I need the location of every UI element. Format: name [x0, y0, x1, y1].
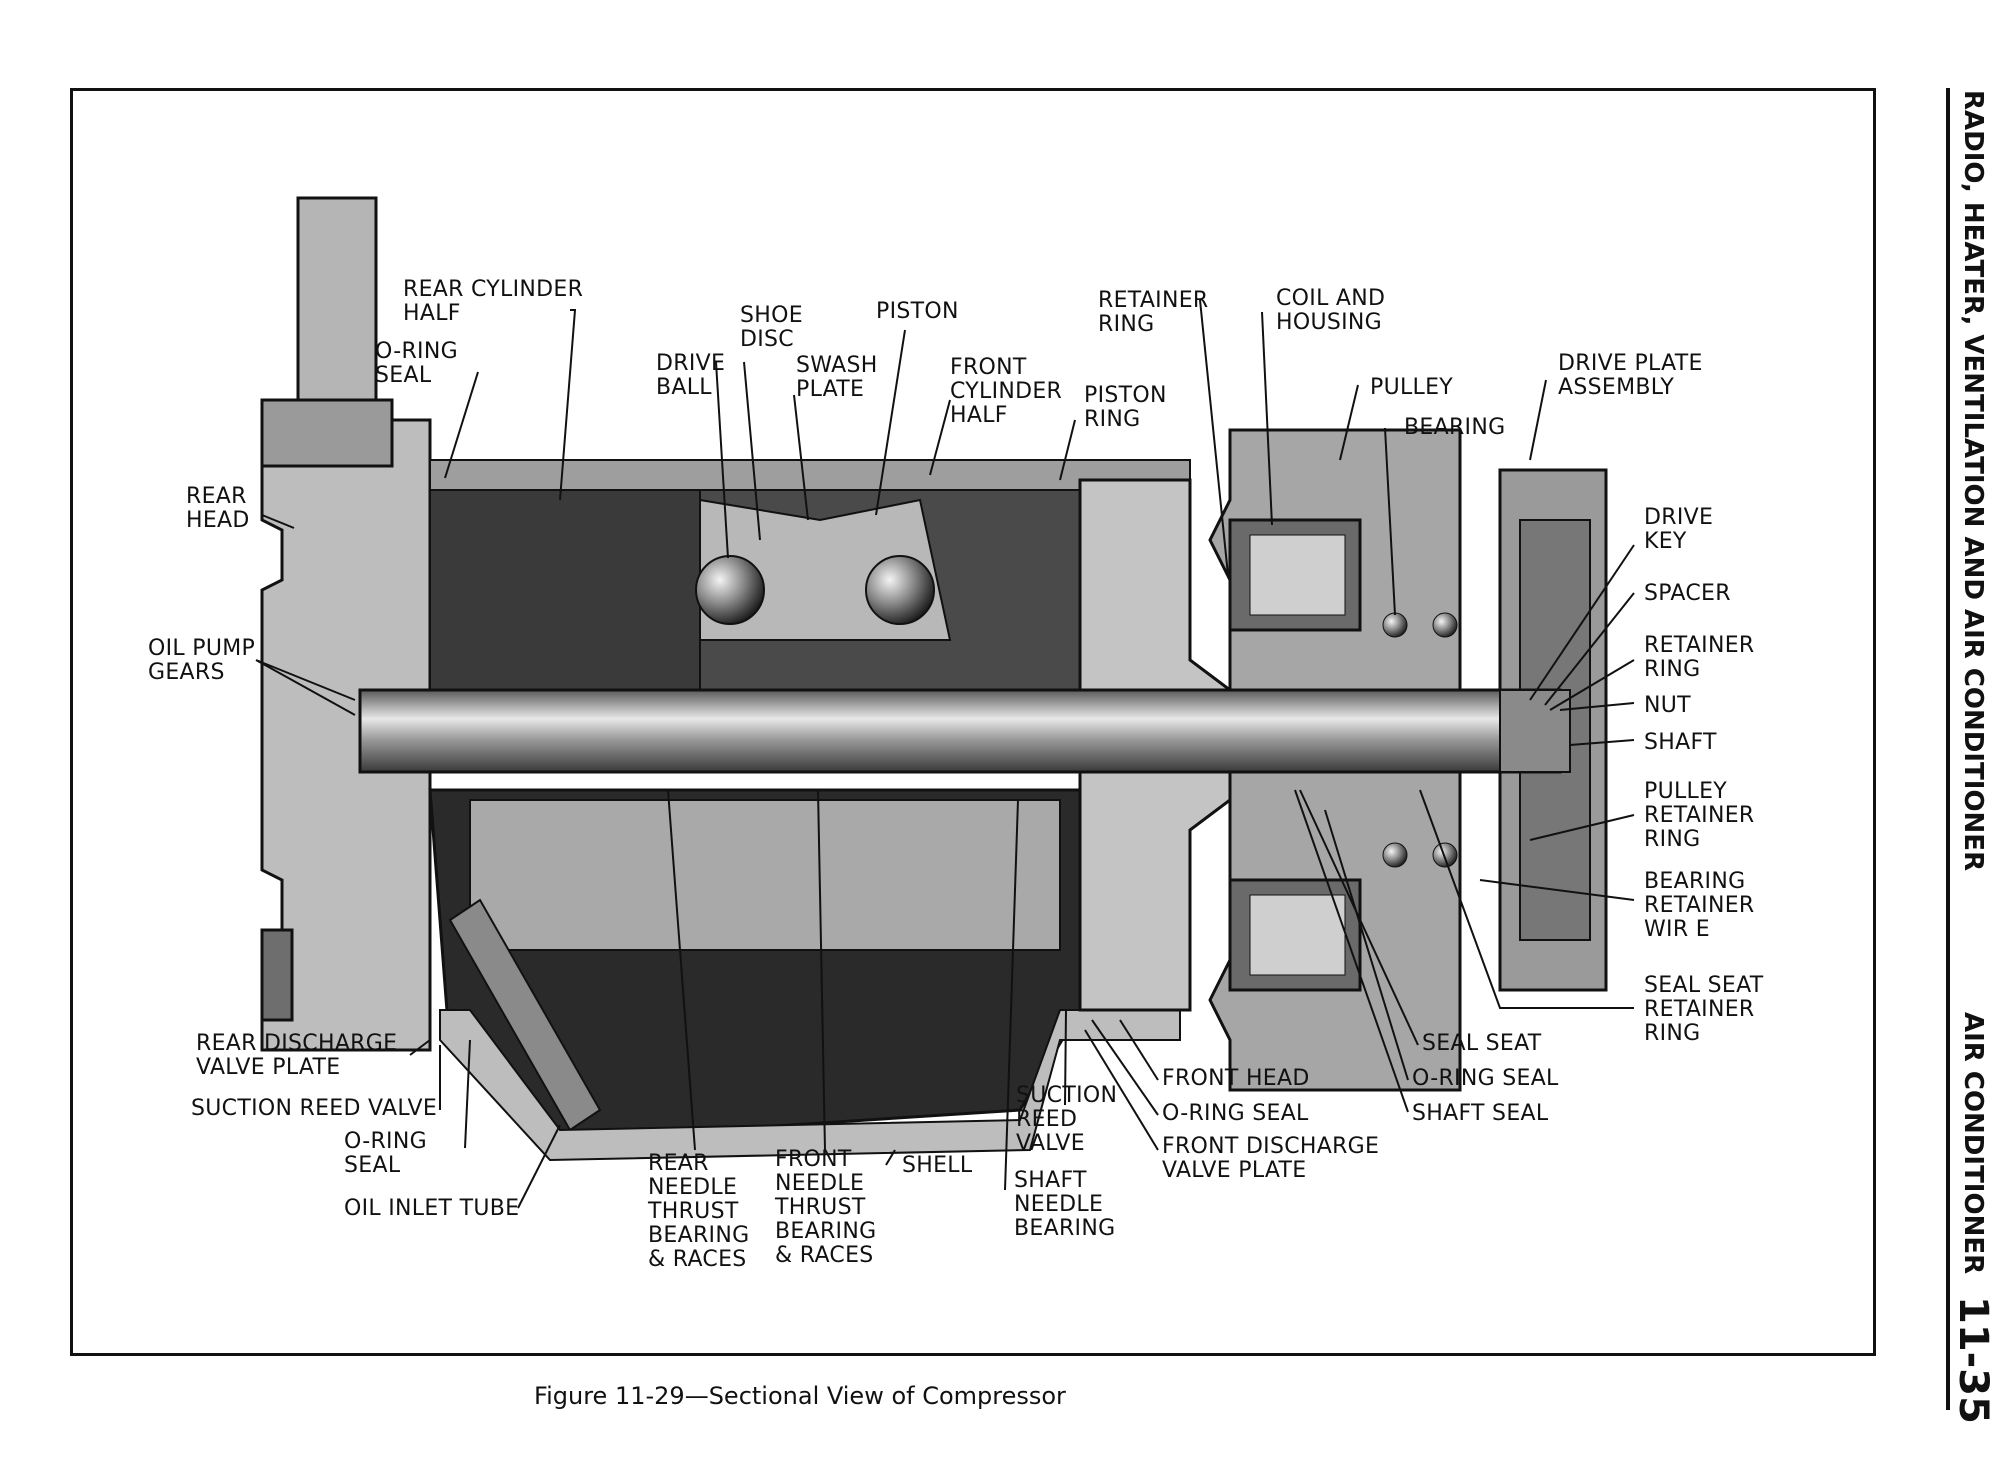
leader-lines	[255, 299, 1635, 1209]
shaft-nut	[1499, 689, 1571, 773]
drive-ball-front	[865, 555, 935, 625]
pulley-bearing-ball-4	[1432, 842, 1458, 868]
label-spacer: SPACER	[1644, 581, 1731, 606]
pulley-bearing-ball-1	[1382, 612, 1408, 638]
label-front-head: FRONT HEAD	[1162, 1066, 1310, 1091]
bottom-bolt	[260, 928, 294, 1022]
rear-head	[260, 418, 432, 1052]
rear-cylinder-half	[429, 489, 701, 691]
shaft	[358, 688, 1562, 774]
label-suction-reed-valve-rear: SUCTION REED VALVE	[191, 1096, 437, 1121]
label-o-ring-seal-front: O-RING SEAL	[1412, 1066, 1559, 1091]
drive-ball-rear	[695, 555, 765, 625]
label-oil-inlet-tube: OIL INLET TUBE	[344, 1196, 519, 1221]
top-bolt	[260, 398, 394, 468]
label-o-ring-seal-mid: O-RING SEAL	[1162, 1101, 1309, 1126]
label-seal-seat: SEAL SEAT	[1422, 1031, 1542, 1056]
cylinder-top-wall	[429, 459, 1191, 491]
label-pulley: PULLEY	[1370, 375, 1453, 400]
shell	[439, 1009, 1181, 1162]
compressor-drawing	[260, 196, 1608, 1162]
page-number: 11-35	[1950, 1296, 1996, 1424]
coil-winding-top	[1249, 534, 1346, 616]
section-title: AIR CONDITIONER	[1958, 1012, 1988, 1275]
pulley-bearing-ball-2	[1432, 612, 1458, 638]
coil-winding-bottom	[1249, 894, 1346, 976]
label-shaft-seal: SHAFT SEAL	[1412, 1101, 1549, 1126]
label-piston: PISTON	[876, 299, 959, 324]
label-shell: SHELL	[902, 1153, 973, 1178]
running-header: RADIO, HEATER, VENTILATION AND AIR CONDI…	[1958, 90, 1988, 872]
margin-rule	[1946, 88, 1950, 1410]
label-bearing: BEARING	[1404, 415, 1505, 440]
figure-frame	[70, 88, 1876, 1356]
oil-inlet-tube	[448, 898, 602, 1132]
figure-caption: Figure 11-29—Sectional View of Compresso…	[534, 1382, 1066, 1410]
pulley-bearing-ball-3	[1382, 842, 1408, 868]
lower-casting	[469, 799, 1061, 951]
label-nut: NUT	[1644, 693, 1691, 718]
label-shaft: SHAFT	[1644, 730, 1717, 755]
